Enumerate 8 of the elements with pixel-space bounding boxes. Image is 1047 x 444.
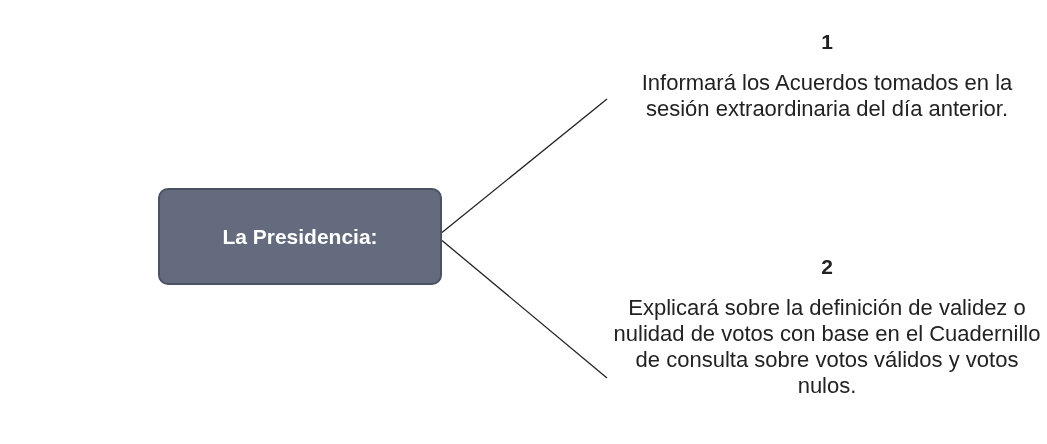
process-box xyxy=(158,188,442,285)
item-number: 1 xyxy=(821,30,833,54)
description-text: Explicará sobre la definición de validez o nulidad de votos con base en el Cuadernillo de consulta sobre votos válidos y votos nulos. xyxy=(612,295,1042,399)
connector-line xyxy=(441,239,608,379)
item-number: 2 xyxy=(821,255,833,279)
box-label: La Presidencia: xyxy=(222,224,378,249)
description-text: Informará los Acuerdos tomados en la sesión extraordinaria del día anterior. xyxy=(640,70,1014,122)
connector-line xyxy=(441,98,608,234)
